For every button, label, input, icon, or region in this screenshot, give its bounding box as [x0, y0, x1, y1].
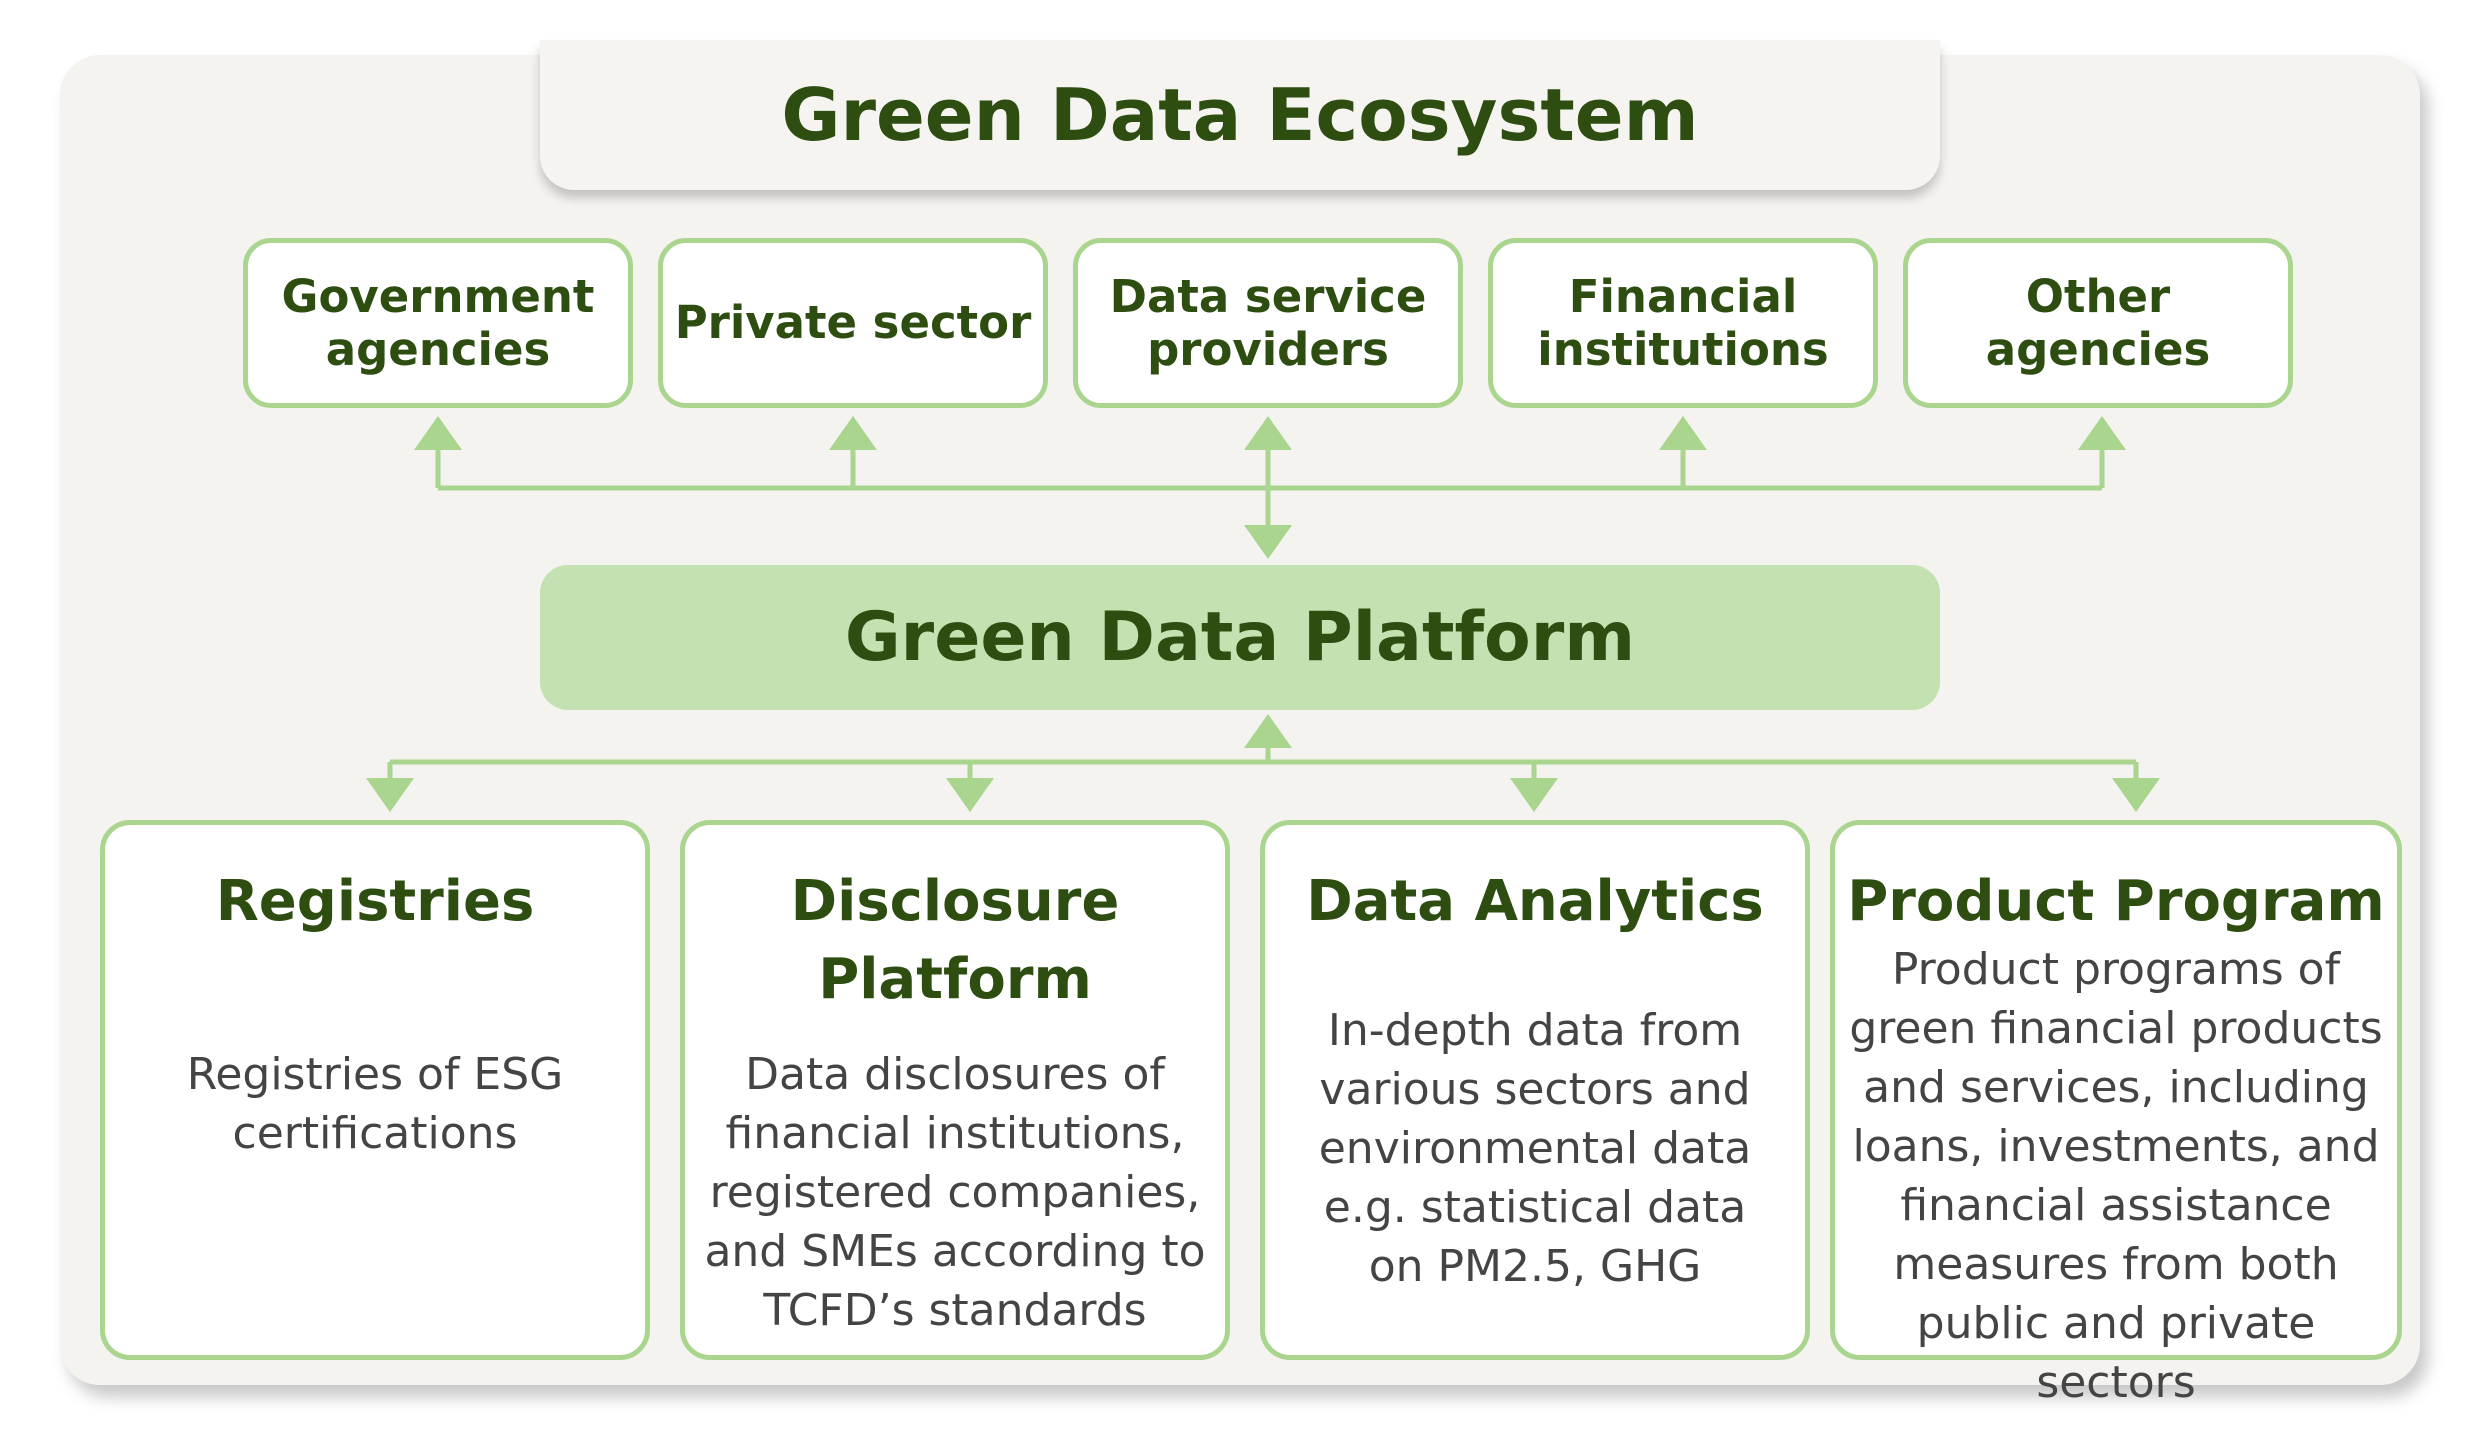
- component-description: Registries of ESG certifications: [186, 1049, 564, 1159]
- platform-label: Green Data Platform: [844, 598, 1636, 677]
- arrow-down-icon: [366, 778, 414, 812]
- stakeholder-government-agencies: Government agencies: [243, 238, 633, 408]
- arrow-down-icon: [1244, 525, 1292, 559]
- arrow-up-icon: [1659, 416, 1707, 450]
- diagram-title-text: Green Data Ecosystem: [781, 73, 1699, 157]
- stakeholder-private-sector: Private sector: [658, 238, 1048, 408]
- component-description: In-depth data from various sectors and e…: [1318, 1005, 1752, 1292]
- arrow-down-icon: [946, 778, 994, 812]
- arrow-up-icon: [829, 416, 877, 450]
- component-title: Data Analytics: [1306, 869, 1764, 934]
- green-data-platform: Green Data Platform: [540, 565, 1940, 710]
- component-registries: Registries Registries of ESG certificati…: [100, 820, 650, 1360]
- stakeholder-other-agencies: Other agencies: [1903, 238, 2293, 408]
- arrow-up-icon: [1244, 714, 1292, 748]
- arrow-down-icon: [1510, 778, 1558, 812]
- arrow-down-icon: [2112, 778, 2160, 812]
- diagram-title: Green Data Ecosystem: [540, 40, 1940, 190]
- arrow-up-icon: [1244, 416, 1292, 450]
- arrow-up-icon: [414, 416, 462, 450]
- arrow-up-icon: [2078, 416, 2126, 450]
- stakeholder-label: Government agencies: [281, 269, 595, 376]
- component-data-analytics: Data Analytics In-depth data from variou…: [1260, 820, 1810, 1360]
- component-title: Product Program: [1847, 869, 2385, 934]
- stakeholder-data-service-providers: Data service providers: [1073, 238, 1463, 408]
- component-product-program: Product Program Product programs of gree…: [1830, 820, 2402, 1408]
- stakeholder-label: Other agencies: [1985, 269, 2211, 376]
- component-description: Product programs of green financial prod…: [1849, 944, 2383, 1408]
- component-description: Data disclosures of financial institutio…: [704, 1049, 1206, 1336]
- stakeholder-financial-institutions: Financial institutions: [1488, 238, 1878, 408]
- stakeholder-label: Data service providers: [1109, 269, 1427, 376]
- stakeholder-label: Financial institutions: [1537, 269, 1829, 376]
- component-disclosure-platform: Disclosure Platform Data disclosures of …: [680, 820, 1230, 1360]
- stakeholder-label: Private sector: [674, 296, 1032, 350]
- component-title: Registries: [215, 869, 535, 934]
- component-title: Disclosure Platform: [790, 869, 1120, 1012]
